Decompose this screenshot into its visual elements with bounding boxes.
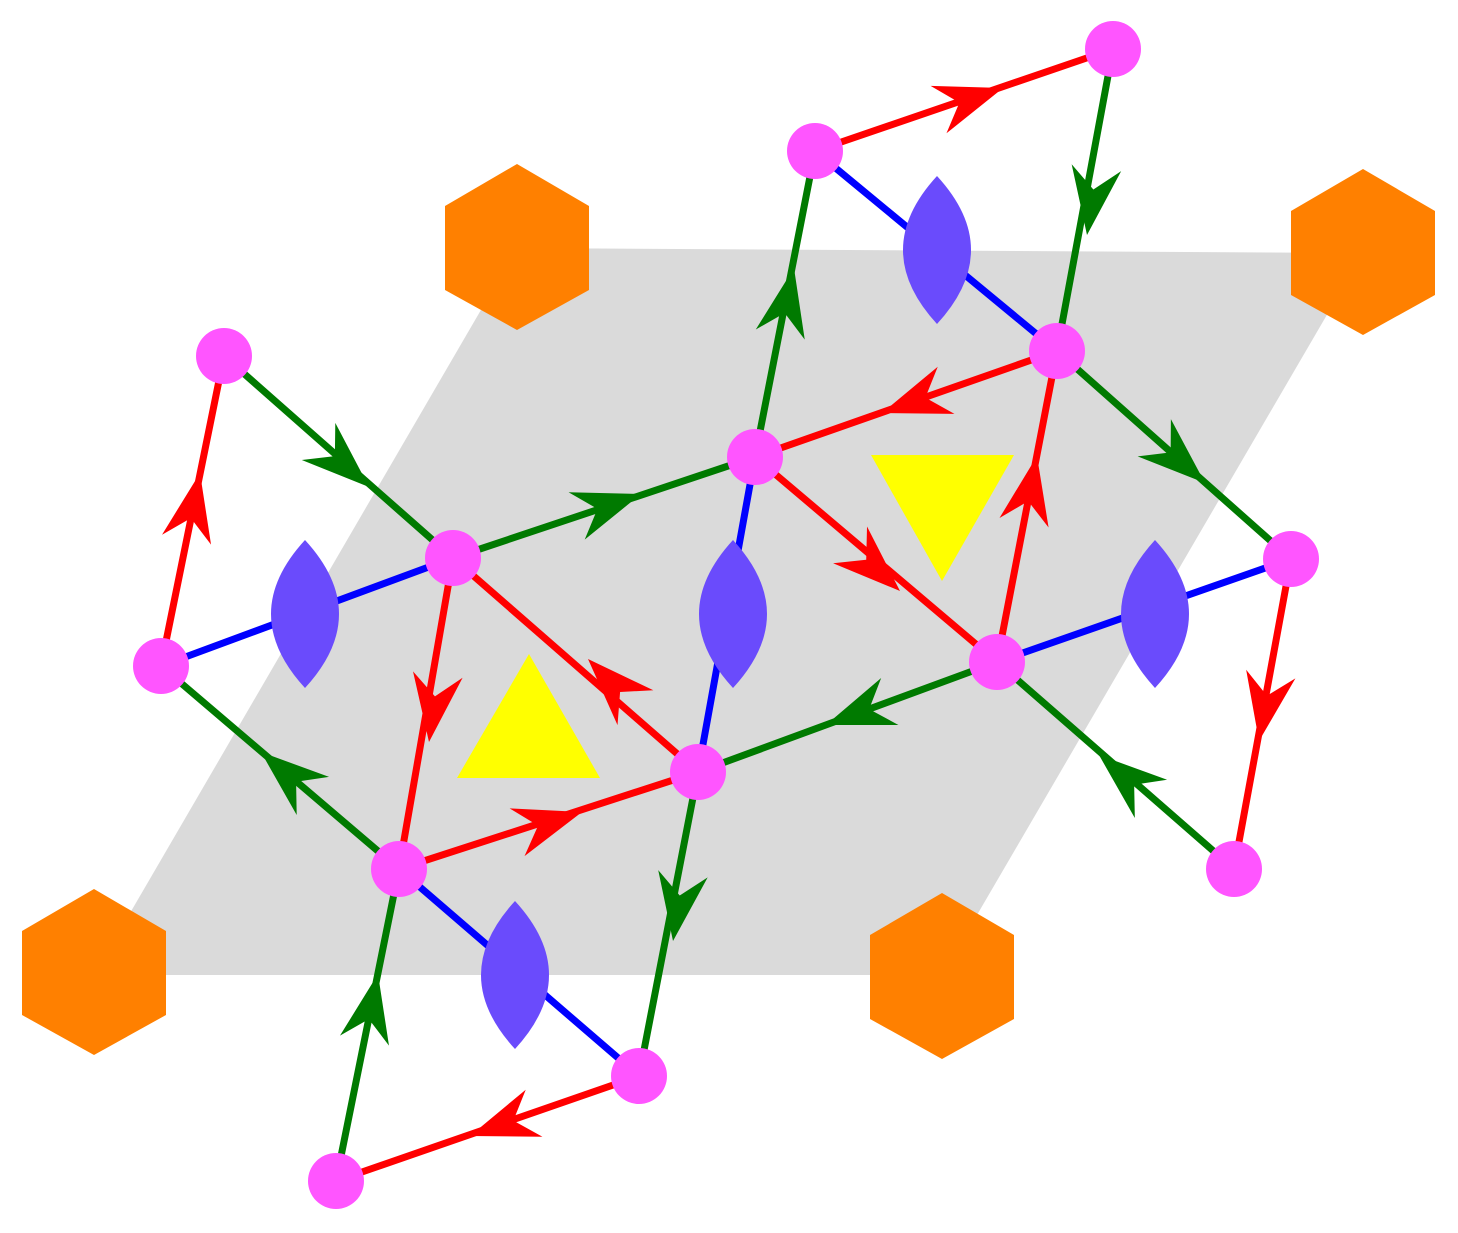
arrowhead-icon <box>588 659 654 726</box>
arrowhead-icon <box>301 422 369 487</box>
arrowhead-icon <box>1246 669 1296 741</box>
lens-icon <box>481 901 549 1049</box>
site-icon <box>787 123 843 179</box>
site-icon <box>670 744 726 800</box>
lens-group <box>271 176 1189 1049</box>
site-icon <box>196 328 252 384</box>
arrowhead-icon <box>1071 164 1122 235</box>
hexagon-icon <box>22 889 166 1055</box>
site-icon <box>611 1048 667 1104</box>
site-icon <box>1263 531 1319 587</box>
arrowhead-icon <box>930 85 1003 134</box>
site-icon <box>308 1153 364 1209</box>
arrowhead-icon <box>882 366 955 414</box>
green-bond <box>332 865 403 1185</box>
hexagon-icon <box>1291 169 1435 335</box>
red-bond <box>993 347 1061 666</box>
arrowhead-icon <box>1099 755 1168 818</box>
arrowhead-icon <box>509 808 582 857</box>
arrowhead-icon <box>339 974 389 1046</box>
site-icon <box>969 634 1025 690</box>
arrowhead-icon <box>755 268 805 340</box>
arrowheads <box>162 85 1296 1137</box>
arrowhead-icon <box>1137 419 1205 483</box>
site-icon <box>425 530 481 586</box>
site-icon <box>1085 21 1141 77</box>
site-icon <box>371 841 427 897</box>
green-bond <box>635 768 702 1080</box>
hexagon-icon <box>870 893 1014 1059</box>
arrowhead-icon <box>999 456 1049 528</box>
lens-icon <box>903 176 971 324</box>
arrowhead-icon <box>826 678 899 725</box>
arrowhead-icon <box>658 870 708 941</box>
arrowhead-icon <box>162 473 212 545</box>
lens-icon <box>1121 540 1189 688</box>
triangle-icon-group <box>457 455 1014 778</box>
arrowhead-icon <box>568 492 641 540</box>
hexagon-icon-group <box>22 164 1435 1059</box>
hexagon-icon <box>445 164 589 330</box>
site-icon <box>133 638 189 694</box>
arrowhead-icon <box>833 526 900 591</box>
lens-icon <box>699 540 767 688</box>
site-icon <box>727 429 783 485</box>
site-icon <box>1029 323 1085 379</box>
site-group <box>133 21 1319 1209</box>
triangle-icon <box>457 654 600 778</box>
site-icon <box>1206 841 1262 897</box>
arrowhead-icon <box>413 671 463 742</box>
triangle-icon <box>871 455 1014 581</box>
arrowhead-icon <box>470 1089 543 1137</box>
red-bond <box>449 554 702 776</box>
lens-icon <box>271 540 339 688</box>
arrowhead-icon <box>261 752 330 816</box>
